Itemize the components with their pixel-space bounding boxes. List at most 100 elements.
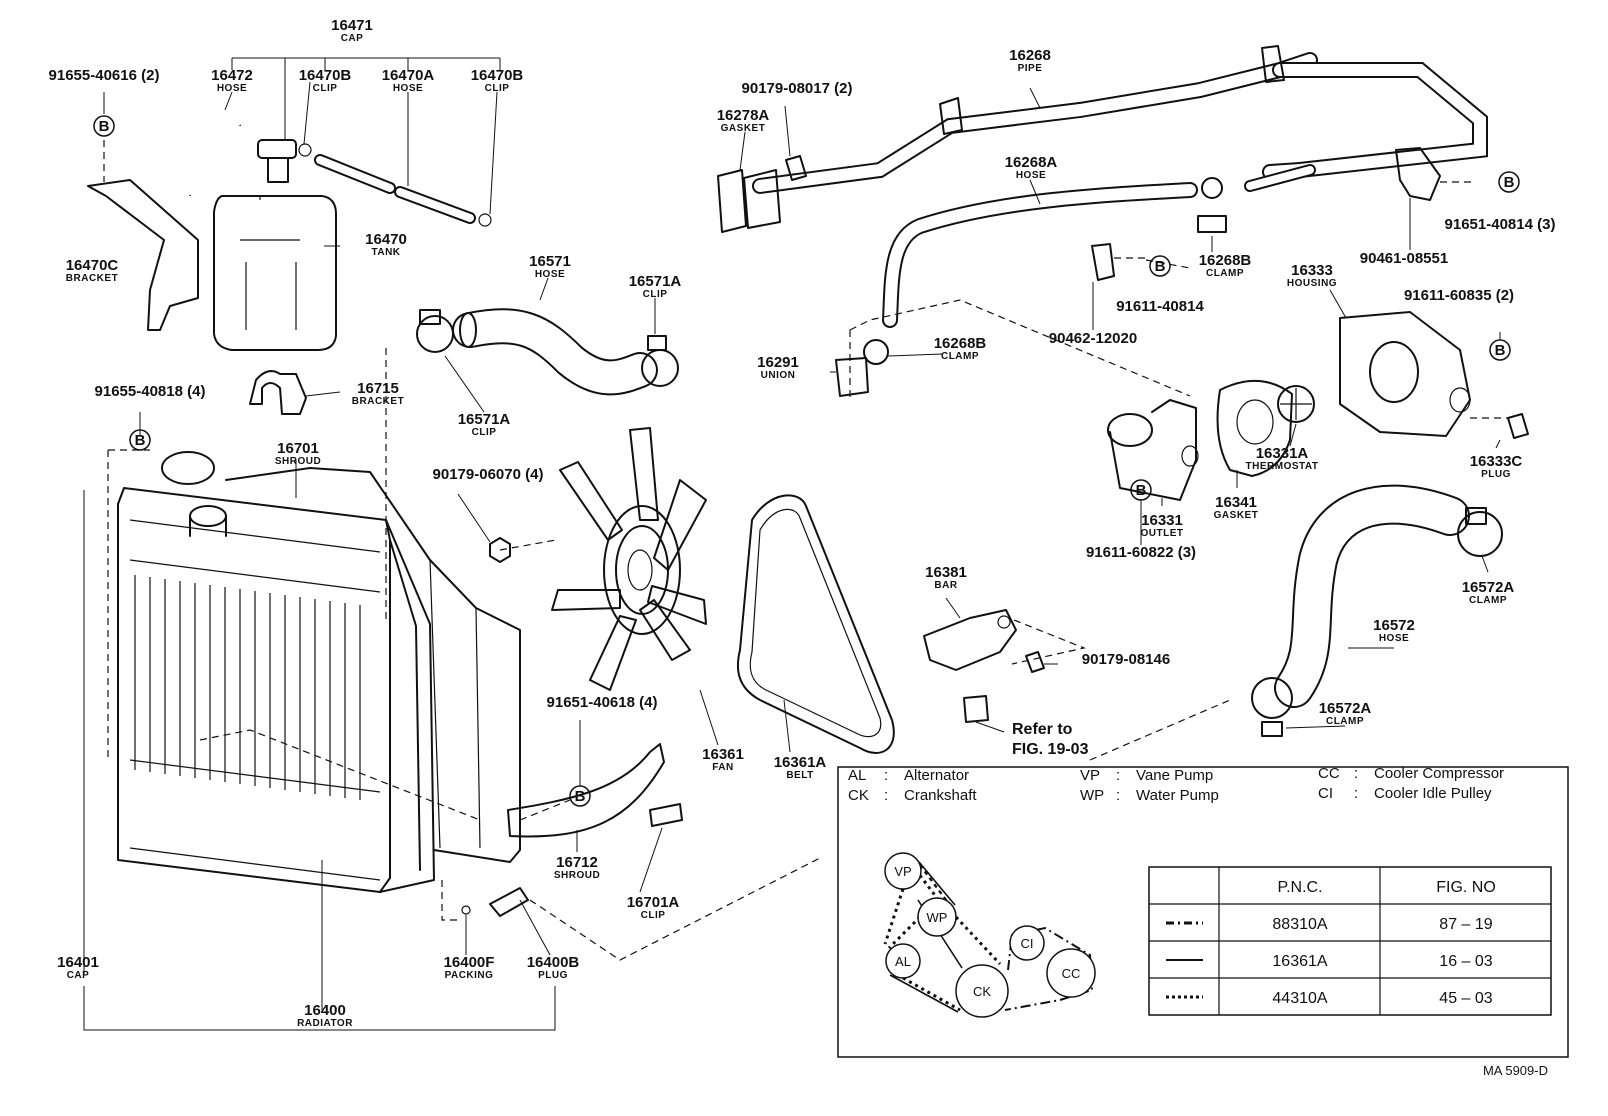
part-name: HOSE <box>393 83 423 94</box>
part-number: 90179-08146 <box>1082 651 1170 668</box>
lower-hose-group <box>1089 484 1503 761</box>
part-name: BRACKET <box>66 273 118 284</box>
part-number: 16278A <box>717 107 770 124</box>
pulley-circle <box>955 964 1009 1018</box>
part-name: HOSE <box>1379 633 1409 644</box>
table-header: FIG. NO <box>1436 879 1496 896</box>
table-cell-pnc: 16361A <box>1272 953 1327 970</box>
svg-text:B: B <box>1495 342 1506 359</box>
svg-text:B: B <box>1155 258 1166 275</box>
part-name: FAN <box>712 762 734 773</box>
part-number: 16268 <box>1009 47 1051 64</box>
part-number: 90179-08017 (2) <box>742 80 853 97</box>
part-name: PLUG <box>1481 469 1511 480</box>
part-number: 16472 <box>211 67 253 84</box>
svg-text:B: B <box>99 118 110 135</box>
part-label-90179-06070: 90179-06070 (4) <box>433 466 544 483</box>
part-name: TANK <box>371 247 400 258</box>
legend-item-ck: CK:Crankshaft <box>848 787 977 804</box>
part-number: 91651-40618 (4) <box>547 694 658 711</box>
legend-item-ci: CI:Cooler Idle Pulley <box>1318 785 1492 802</box>
table-row: 88310A 87 – 19 <box>1166 916 1493 933</box>
part-number: 91651-40814 (3) <box>1445 216 1556 233</box>
drawing-code: MA 5909-D <box>1483 1063 1548 1078</box>
part-label-91611-60835: 91611-60835 (2) <box>1404 287 1514 304</box>
part-name: OUTLET <box>1141 528 1184 539</box>
table-cell-pnc: 44310A <box>1272 990 1327 1007</box>
bolt-markers: B B B B B B B <box>93 115 1520 807</box>
legend-abbr: WP <box>1080 787 1104 804</box>
bolt-marker-icon: B <box>93 115 115 137</box>
fan-belt-group <box>457 427 895 754</box>
table-row: 44310A 45 – 03 <box>1166 990 1493 1007</box>
reservoir-tank-group <box>87 57 501 351</box>
part-label-91655-40818: 91655-40818 (4) <box>95 383 206 400</box>
legend-sep: : <box>884 787 888 804</box>
legend-sep: : <box>1354 785 1358 802</box>
part-number: 90462-12020 <box>1049 330 1137 347</box>
part-name: HOSE <box>1016 170 1046 181</box>
part-name: HOSE <box>217 83 247 94</box>
part-name: CAP <box>67 970 90 981</box>
pulley-label: CI <box>1021 936 1034 951</box>
part-name: SHROUD <box>275 456 321 467</box>
part-label-90461-08551: 90461-08551 <box>1360 250 1448 267</box>
part-number: 16470C <box>66 257 119 274</box>
part-label-91651-40618: 91651-40618 (4) <box>547 694 658 711</box>
legend-text: Vane Pump <box>1136 767 1213 784</box>
part-number: 16268B <box>1199 252 1252 269</box>
part-number: 16400F <box>444 954 495 971</box>
upper-hose-group <box>416 277 679 413</box>
legend-text: Cooler Idle Pulley <box>1374 785 1492 802</box>
part-number: 16401 <box>57 954 99 971</box>
part-number: 16333 <box>1291 262 1333 279</box>
pulley-al: AL <box>885 943 921 979</box>
legend-item-cc: CC:Cooler Compressor <box>1318 765 1504 782</box>
part-label-91611-60822: 91611-60822 (3) <box>1086 544 1196 561</box>
legend-abbr: AL <box>848 767 866 784</box>
part-name: GASKET <box>1214 510 1259 521</box>
part-number: 16268B <box>934 335 987 352</box>
legend-sep: : <box>1116 767 1120 784</box>
table-cell-pnc: 88310A <box>1272 916 1327 933</box>
part-number: 91655-40616 (2) <box>49 67 160 84</box>
svg-text:B: B <box>1136 482 1147 499</box>
part-number: 16715 <box>357 380 399 397</box>
svg-text:B: B <box>135 432 146 449</box>
pulley-circle <box>884 852 922 890</box>
table-cell-fig: 87 – 19 <box>1439 916 1492 933</box>
radiator-group <box>83 348 556 1031</box>
part-name: BRACKET <box>352 396 404 407</box>
part-number: 91611-60835 (2) <box>1404 287 1514 304</box>
table-cell-fig: 45 – 03 <box>1439 990 1492 1007</box>
part-number: 16701 <box>277 440 319 457</box>
part-name: UNION <box>761 370 796 381</box>
legend-sep: : <box>884 767 888 784</box>
part-number: 16571A <box>458 411 511 428</box>
part-label-91611-40814: 91611-40814 <box>1116 298 1204 315</box>
part-number: 90179-06070 (4) <box>433 466 544 483</box>
